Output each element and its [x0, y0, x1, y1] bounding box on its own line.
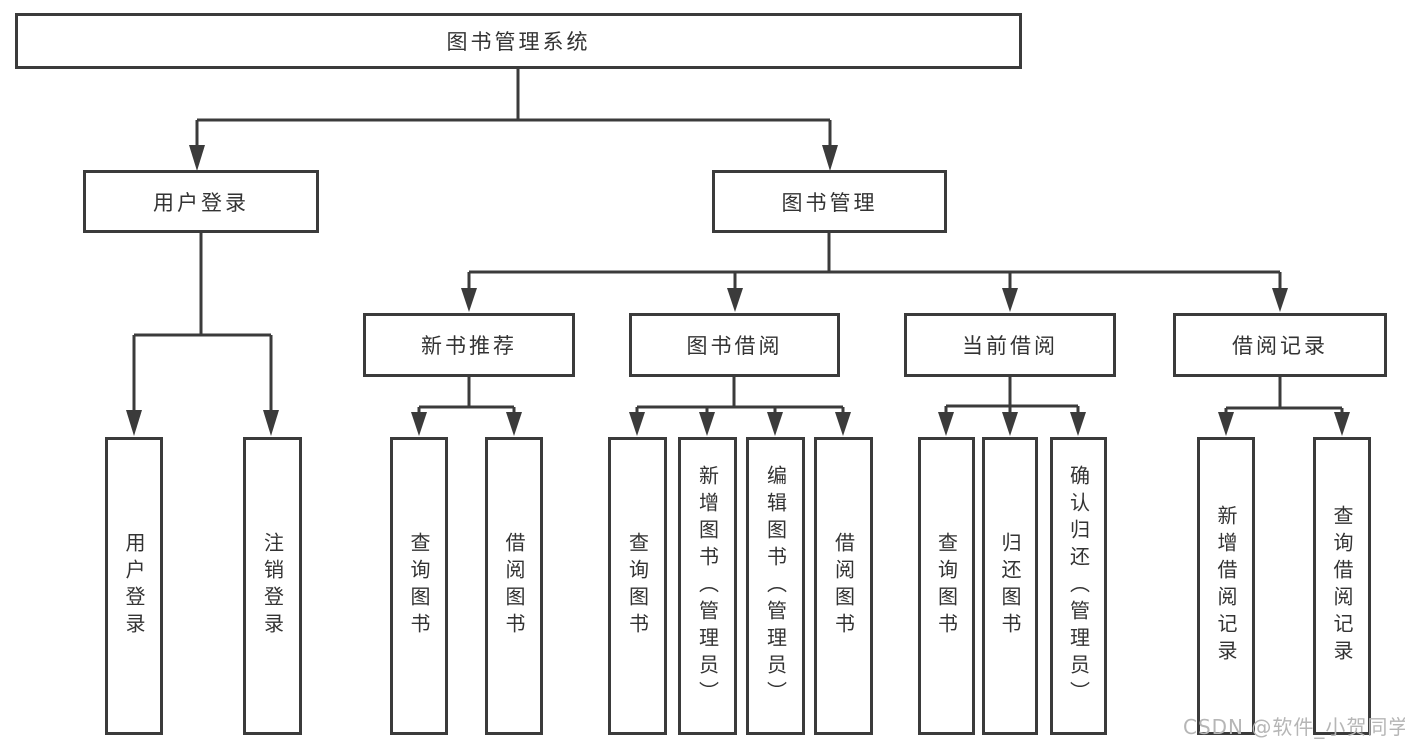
leaf-confirm-return-admin: 确认归还（管理员）	[1050, 437, 1107, 735]
arrow-down-icon	[822, 145, 838, 171]
leaf-add-books-admin: 新增图书（管理员）	[678, 437, 737, 735]
leaf-query-books: 查询图书	[608, 437, 667, 735]
arrow-down-icon	[506, 412, 522, 436]
arrow-down-icon	[699, 412, 715, 436]
leaf-borrow-books: 借阅图书	[485, 437, 543, 735]
arrow-down-icon	[1272, 288, 1288, 312]
leaf-query-borrow-record: 查询借阅记录	[1313, 437, 1371, 735]
leaf-query-books: 查询图书	[390, 437, 448, 735]
arrow-down-icon	[727, 288, 743, 312]
arrow-down-icon	[263, 410, 279, 436]
arrowheads	[126, 145, 1350, 436]
node-new-book-recommend: 新书推荐	[363, 313, 575, 377]
arrow-down-icon	[461, 288, 477, 312]
leaf-return-books: 归还图书	[982, 437, 1038, 735]
connector-lines	[132, 69, 1344, 416]
arrow-down-icon	[767, 412, 783, 436]
leaf-borrow-books: 借阅图书	[814, 437, 873, 735]
node-current-borrowing: 当前借阅	[904, 313, 1116, 377]
root-node: 图书管理系统	[15, 13, 1022, 69]
arrow-down-icon	[1334, 412, 1350, 436]
leaf-add-borrow-record: 新增借阅记录	[1197, 437, 1255, 735]
node-user-login: 用户登录	[83, 170, 319, 233]
leaf-user-login: 用户登录	[105, 437, 163, 735]
arrow-down-icon	[1002, 288, 1018, 312]
leaf-logout: 注销登录	[243, 437, 302, 735]
arrow-down-icon	[189, 145, 205, 171]
arrow-down-icon	[1070, 412, 1086, 436]
node-borrowing-records: 借阅记录	[1173, 313, 1387, 377]
arrow-down-icon	[1002, 412, 1018, 436]
csdn-watermark: CSDN @软件_小贺同学	[1183, 715, 1405, 739]
arrow-down-icon	[938, 412, 954, 436]
arrow-down-icon	[1218, 412, 1234, 436]
arrow-down-icon	[126, 410, 142, 436]
arrow-down-icon	[835, 412, 851, 436]
arrow-down-icon	[411, 412, 427, 436]
leaf-query-books: 查询图书	[918, 437, 975, 735]
leaf-edit-books-admin: 编辑图书（管理员）	[746, 437, 805, 735]
arrow-down-icon	[629, 412, 645, 436]
node-book-management: 图书管理	[712, 170, 947, 233]
node-book-borrowing: 图书借阅	[629, 313, 840, 377]
